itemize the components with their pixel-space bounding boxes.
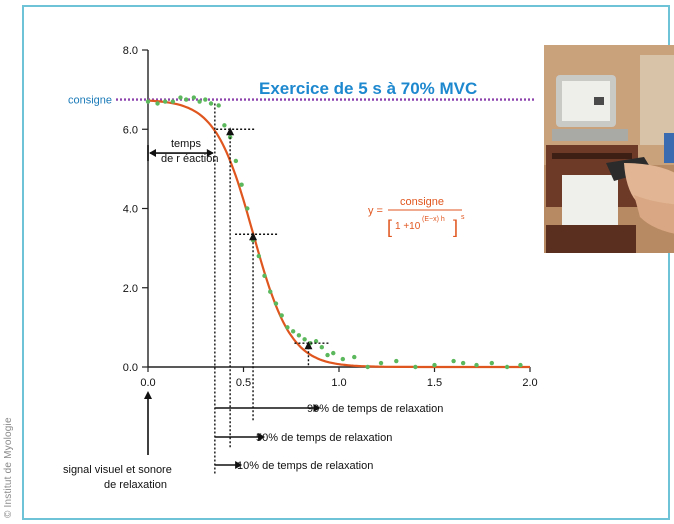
- signal-arrowhead: [144, 391, 152, 399]
- data-point: [227, 134, 233, 140]
- data-point: [279, 313, 284, 318]
- data-point: [268, 289, 273, 294]
- formula: y = consigne [ 1 +10 (E−x) h ] s: [368, 196, 465, 237]
- y-tick-label: 4.0: [123, 204, 138, 216]
- relax-50-label: 50% de temps de relaxation: [256, 432, 392, 444]
- data-point: [413, 364, 418, 370]
- data-point: [216, 103, 221, 108]
- data-point: [170, 99, 176, 104]
- data-point: [460, 360, 466, 366]
- data-point: [352, 354, 357, 360]
- data-point: [474, 362, 479, 368]
- t10-arrowhead: [226, 127, 235, 136]
- data-point: [365, 364, 370, 370]
- data-point: [273, 301, 279, 306]
- x-tick-label: 0.5: [236, 377, 251, 389]
- signal-label-2: de relaxation: [104, 479, 167, 491]
- credit-text: © Institut de Myologie: [3, 417, 14, 518]
- chart-title: Exercice de 5 s à 70% MVC: [259, 79, 477, 98]
- data-point: [197, 99, 202, 104]
- data-point: [331, 350, 336, 356]
- data-point: [178, 95, 183, 100]
- data-point: [239, 182, 244, 187]
- data-point: [378, 360, 384, 366]
- formula-exponent: (E−x) h: [422, 216, 445, 223]
- x-tick-label: 0.0: [140, 377, 155, 389]
- data-point: [489, 360, 494, 366]
- data-point: [302, 337, 307, 342]
- data-point: [296, 333, 302, 338]
- data-point: [203, 97, 208, 102]
- reaction-arrow-right: [206, 149, 214, 158]
- data-point: [325, 352, 330, 358]
- data-point: [285, 325, 290, 330]
- photo-grip-device: [544, 45, 674, 253]
- data-point: [394, 358, 399, 364]
- reaction-time-label-1: temps: [171, 138, 201, 150]
- data-point: [145, 99, 151, 104]
- t90-arrowhead: [304, 341, 313, 350]
- data-point: [290, 329, 296, 334]
- relax-10-arrow-head: [235, 461, 243, 469]
- t50-arrowhead: [249, 232, 258, 241]
- data-point: [191, 95, 197, 100]
- fit-curve: [147, 99, 530, 369]
- formula-numerator: consigne: [400, 196, 444, 208]
- y-tick-label: 0.0: [123, 362, 138, 374]
- data-point: [432, 362, 437, 368]
- signal-label-1: signal visuel et sonore: [63, 464, 172, 476]
- data-point: [222, 123, 227, 128]
- data-point: [184, 97, 189, 102]
- data-point: [256, 253, 261, 259]
- relax-10-label: 10% de temps de relaxation: [237, 460, 373, 472]
- data-point: [313, 339, 319, 344]
- x-tick-label: 2.0: [522, 377, 537, 389]
- x-tick-label: 1.5: [427, 377, 442, 389]
- data-point: [233, 158, 239, 164]
- data-point: [162, 99, 168, 104]
- data-point: [155, 101, 160, 106]
- data-point: [504, 364, 510, 370]
- relaxation-guides: [144, 103, 329, 475]
- formula-bracket-right: ]: [453, 217, 458, 237]
- formula-lhs: y =: [368, 205, 383, 217]
- formula-denominator: 1 +10: [395, 221, 421, 232]
- y-tick-label: 2.0: [123, 283, 138, 295]
- formula-bracket-left: [: [387, 217, 392, 237]
- relax-50-arrow-head: [258, 433, 266, 441]
- reaction-arrow-left: [149, 149, 156, 158]
- data-point: [319, 344, 325, 350]
- y-tick-label: 6.0: [123, 124, 138, 136]
- relax-90-arrow-head: [313, 404, 321, 412]
- x-tick-label: 1.0: [331, 377, 346, 389]
- data-point: [245, 206, 250, 211]
- relax-90-label: 90% de temps de relaxation: [307, 403, 443, 415]
- data-point: [340, 356, 346, 362]
- y-tick-label: 8.0: [123, 45, 138, 57]
- consigne-label: consigne: [68, 95, 112, 107]
- formula-power: s: [461, 214, 465, 221]
- data-point: [262, 273, 267, 279]
- reaction-time-label-2: de r éaction: [161, 153, 218, 165]
- data-point: [208, 101, 214, 106]
- data-point: [518, 362, 523, 368]
- data-point: [451, 358, 456, 364]
